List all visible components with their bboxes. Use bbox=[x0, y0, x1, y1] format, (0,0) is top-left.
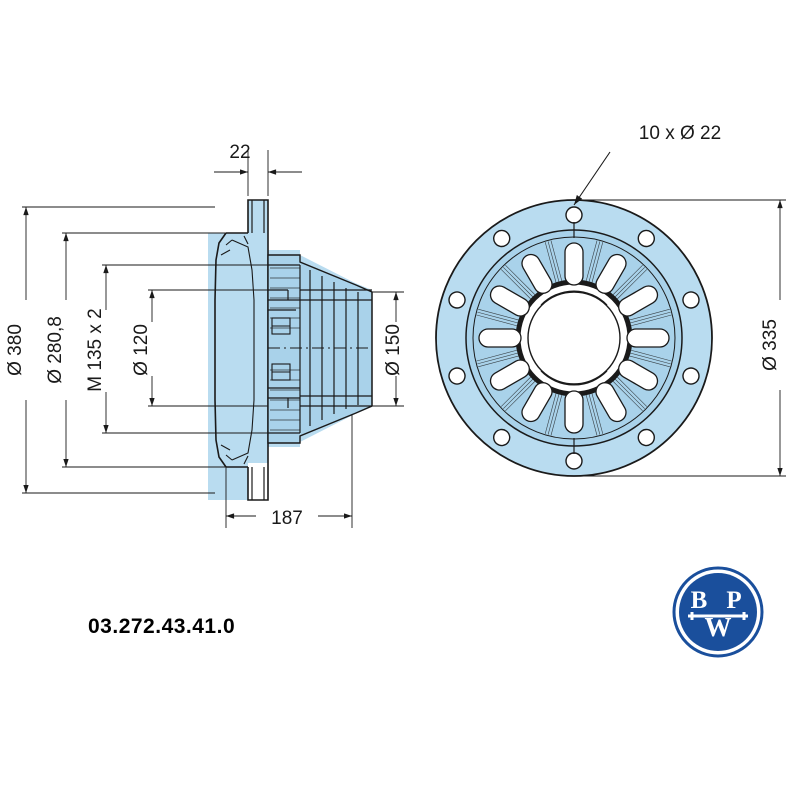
bolt-holes bbox=[448, 206, 700, 470]
center-bore-chamfer-bottom bbox=[540, 370, 608, 386]
bpw-logo-svg: B P W bbox=[672, 566, 764, 658]
hub-rib-detail bbox=[220, 235, 255, 465]
center-seal-detail bbox=[271, 317, 291, 381]
label-bore-small: Ø 120 bbox=[131, 324, 152, 376]
logo-letter-p: P bbox=[726, 587, 741, 614]
label-outer-diameter: Ø 380 bbox=[5, 324, 26, 376]
label-bore-right: Ø 150 bbox=[383, 324, 404, 376]
center-bore-inner bbox=[527, 291, 621, 385]
hub-barrel bbox=[267, 254, 373, 444]
dimension-bore-small bbox=[148, 289, 268, 407]
label-flange-diameter: Ø 335 bbox=[760, 319, 781, 371]
label-bolt-circle: Ø 280,8 bbox=[45, 316, 66, 384]
logo-letter-b: B bbox=[691, 587, 708, 614]
dimension-labels-right: 10 x Ø 22 Ø 335 bbox=[639, 123, 781, 371]
dimension-thread bbox=[102, 264, 268, 434]
logo-disc bbox=[679, 573, 757, 651]
leader-bolt-holes bbox=[573, 151, 611, 206]
dimension-flange-diameter bbox=[574, 199, 786, 477]
label-holes-note: 10 x Ø 22 bbox=[639, 123, 721, 144]
part-number: 03.272.43.41.0 bbox=[88, 615, 236, 638]
center-bore-chamfer-top bbox=[540, 290, 608, 306]
wheel-hub-front-view bbox=[435, 199, 713, 477]
dimension-outer-diameter bbox=[22, 206, 215, 494]
wheel-hub-section-view bbox=[208, 199, 373, 501]
logo-axle-ends bbox=[690, 612, 746, 620]
dimension-top-width bbox=[214, 150, 302, 196]
wheel-stud-top bbox=[251, 200, 265, 233]
dimension-bore-right bbox=[372, 291, 404, 407]
dimension-bolt-circle bbox=[62, 232, 248, 468]
bearing-seat-detail bbox=[268, 264, 373, 434]
lightening-slots bbox=[478, 242, 670, 434]
label-thread: M 135 x 2 bbox=[85, 308, 106, 391]
dimension-length bbox=[225, 414, 353, 528]
label-length: 187 bbox=[271, 508, 303, 529]
label-top-width: 22 bbox=[229, 142, 250, 163]
bpw-logo: B P W bbox=[672, 566, 764, 658]
dimension-labels-left: 22 Ø 380 Ø 280,8 M 135 x 2 Ø 120 Ø 150 1… bbox=[5, 142, 404, 529]
radial-rib-lines bbox=[476, 240, 672, 436]
wheel-stud-bottom bbox=[251, 467, 265, 500]
